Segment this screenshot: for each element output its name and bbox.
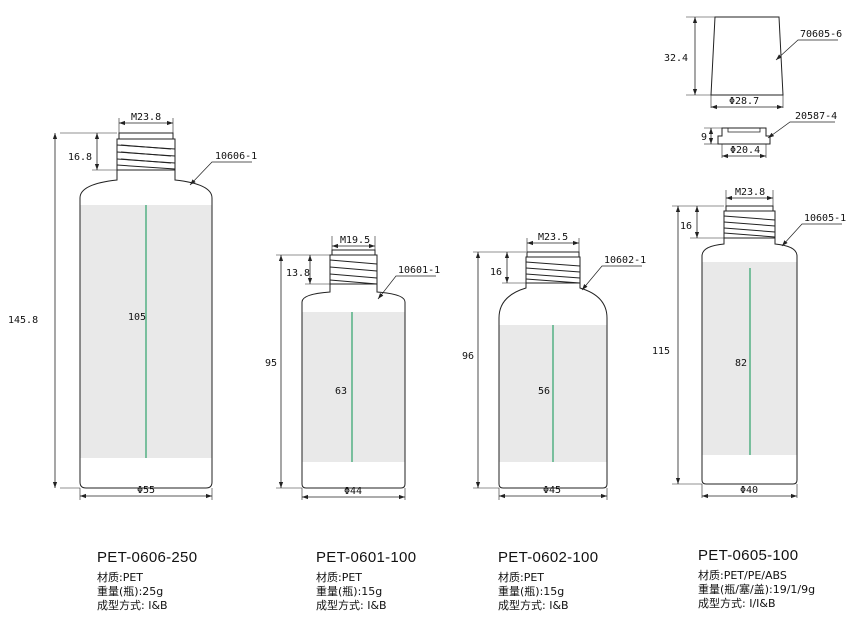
neck-thread (329, 249, 378, 285)
weight-line: 重量(瓶/塞/盖):19/1/9g (698, 583, 816, 596)
model-title: PET-0605-100 (698, 547, 799, 564)
neck-height-label: 13.8 (286, 268, 310, 279)
plug-height-label: 9 (701, 132, 707, 143)
body-diameter-label: Φ40 (740, 485, 758, 496)
label-area (302, 312, 405, 462)
weight-line: 重量(瓶):15g (498, 585, 565, 598)
material-line: 材质:PET (97, 571, 144, 584)
label-height-label: 63 (335, 386, 347, 397)
forming-line: 成型方式: I&B (498, 599, 569, 612)
neck-diameter-label: M23.8 (735, 187, 765, 198)
material-line: 材质:PET/PE/ABS (698, 569, 787, 582)
caption-pet-0602-100: PET-0602-100 材质:PET 重量(瓶):15g 成型方式: I&B (498, 549, 598, 613)
plug-outline (717, 127, 771, 145)
neck-diameter-label: M19.5 (340, 235, 370, 246)
neck-thread (116, 132, 176, 171)
neck-diameter-label: M23.8 (131, 112, 161, 123)
neck-diameter-label: M23.5 (538, 232, 568, 243)
forming-line: 成型方式: I&B (316, 599, 387, 612)
label-height-label: 105 (128, 312, 146, 323)
material-line: 材质:PET (316, 571, 363, 584)
part-code-label: 10606-1 (215, 151, 257, 162)
total-height-label: 115 (652, 346, 670, 357)
bottle-pet-0606-250: 145.8 16.8 M23.8 105 Φ55 10606-1 (8, 112, 257, 500)
cap-part-70605-6: 32.4 Φ28.7 70605-6 (664, 16, 842, 110)
plug-part-20587-4: 9 Φ20.4 20587-4 (701, 111, 837, 159)
weight-line: 重量(瓶):15g (316, 585, 383, 598)
forming-line: 成型方式: I&B (97, 599, 168, 612)
bottle-outline (301, 284, 406, 489)
total-height-label: 96 (462, 351, 474, 362)
total-height-label: 95 (265, 358, 277, 369)
cap-code-label: 70605-6 (800, 29, 842, 40)
label-height-label: 82 (735, 358, 747, 369)
bottle-pet-0605-100: 115 16 M23.8 82 Φ40 10605-1 (652, 187, 846, 499)
body-diameter-label: Φ55 (137, 485, 155, 496)
plug-code-label: 20587-4 (795, 111, 837, 122)
body-diameter-label: Φ45 (543, 485, 561, 496)
part-code-label: 10601-1 (398, 265, 440, 276)
part-code-label: 10602-1 (604, 255, 646, 266)
plug-diameter-label: Φ20.4 (730, 145, 760, 156)
label-height-label: 56 (538, 386, 550, 397)
part-code-label: 10605-1 (804, 213, 846, 224)
model-title: PET-0602-100 (498, 549, 599, 566)
cap-height-label: 32.4 (664, 53, 688, 64)
bottle-pet-0602-100: 96 16 M23.5 56 Φ45 10602-1 (462, 232, 646, 500)
model-title: PET-0606-250 (97, 549, 198, 566)
caption-pet-0601-100: PET-0601-100 材质:PET 重量(瓶):15g 成型方式: I&B (316, 549, 416, 613)
bottle-outline (79, 170, 213, 489)
cap-diameter-label: Φ28.7 (729, 96, 759, 107)
bottle-outline (498, 283, 608, 489)
body-diameter-label: Φ44 (344, 486, 362, 497)
model-title: PET-0601-100 (316, 549, 417, 566)
bottle-pet-0601-100: 95 13.8 M19.5 63 Φ44 10601-1 (265, 235, 440, 500)
caption-pet-0606-250: PET-0606-250 材质:PET 重量(瓶):25g 成型方式: I&B (97, 549, 197, 613)
neck-thread (723, 205, 776, 239)
neck-height-label: 16 (490, 267, 502, 278)
cap-outline (710, 16, 784, 96)
bottle-outline (701, 238, 798, 485)
forming-line: 成型方式: I/I&B (698, 597, 776, 610)
neck-height-label: 16.8 (68, 152, 92, 163)
neck-thread (525, 251, 581, 284)
total-height-label: 145.8 (8, 315, 38, 326)
caption-pet-0605-100: PET-0605-100 材质:PET/PE/ABS 重量(瓶/塞/盖):19/… (698, 547, 815, 611)
weight-line: 重量(瓶):25g (97, 585, 164, 598)
material-line: 材质:PET (498, 571, 545, 584)
neck-height-label: 16 (680, 221, 692, 232)
